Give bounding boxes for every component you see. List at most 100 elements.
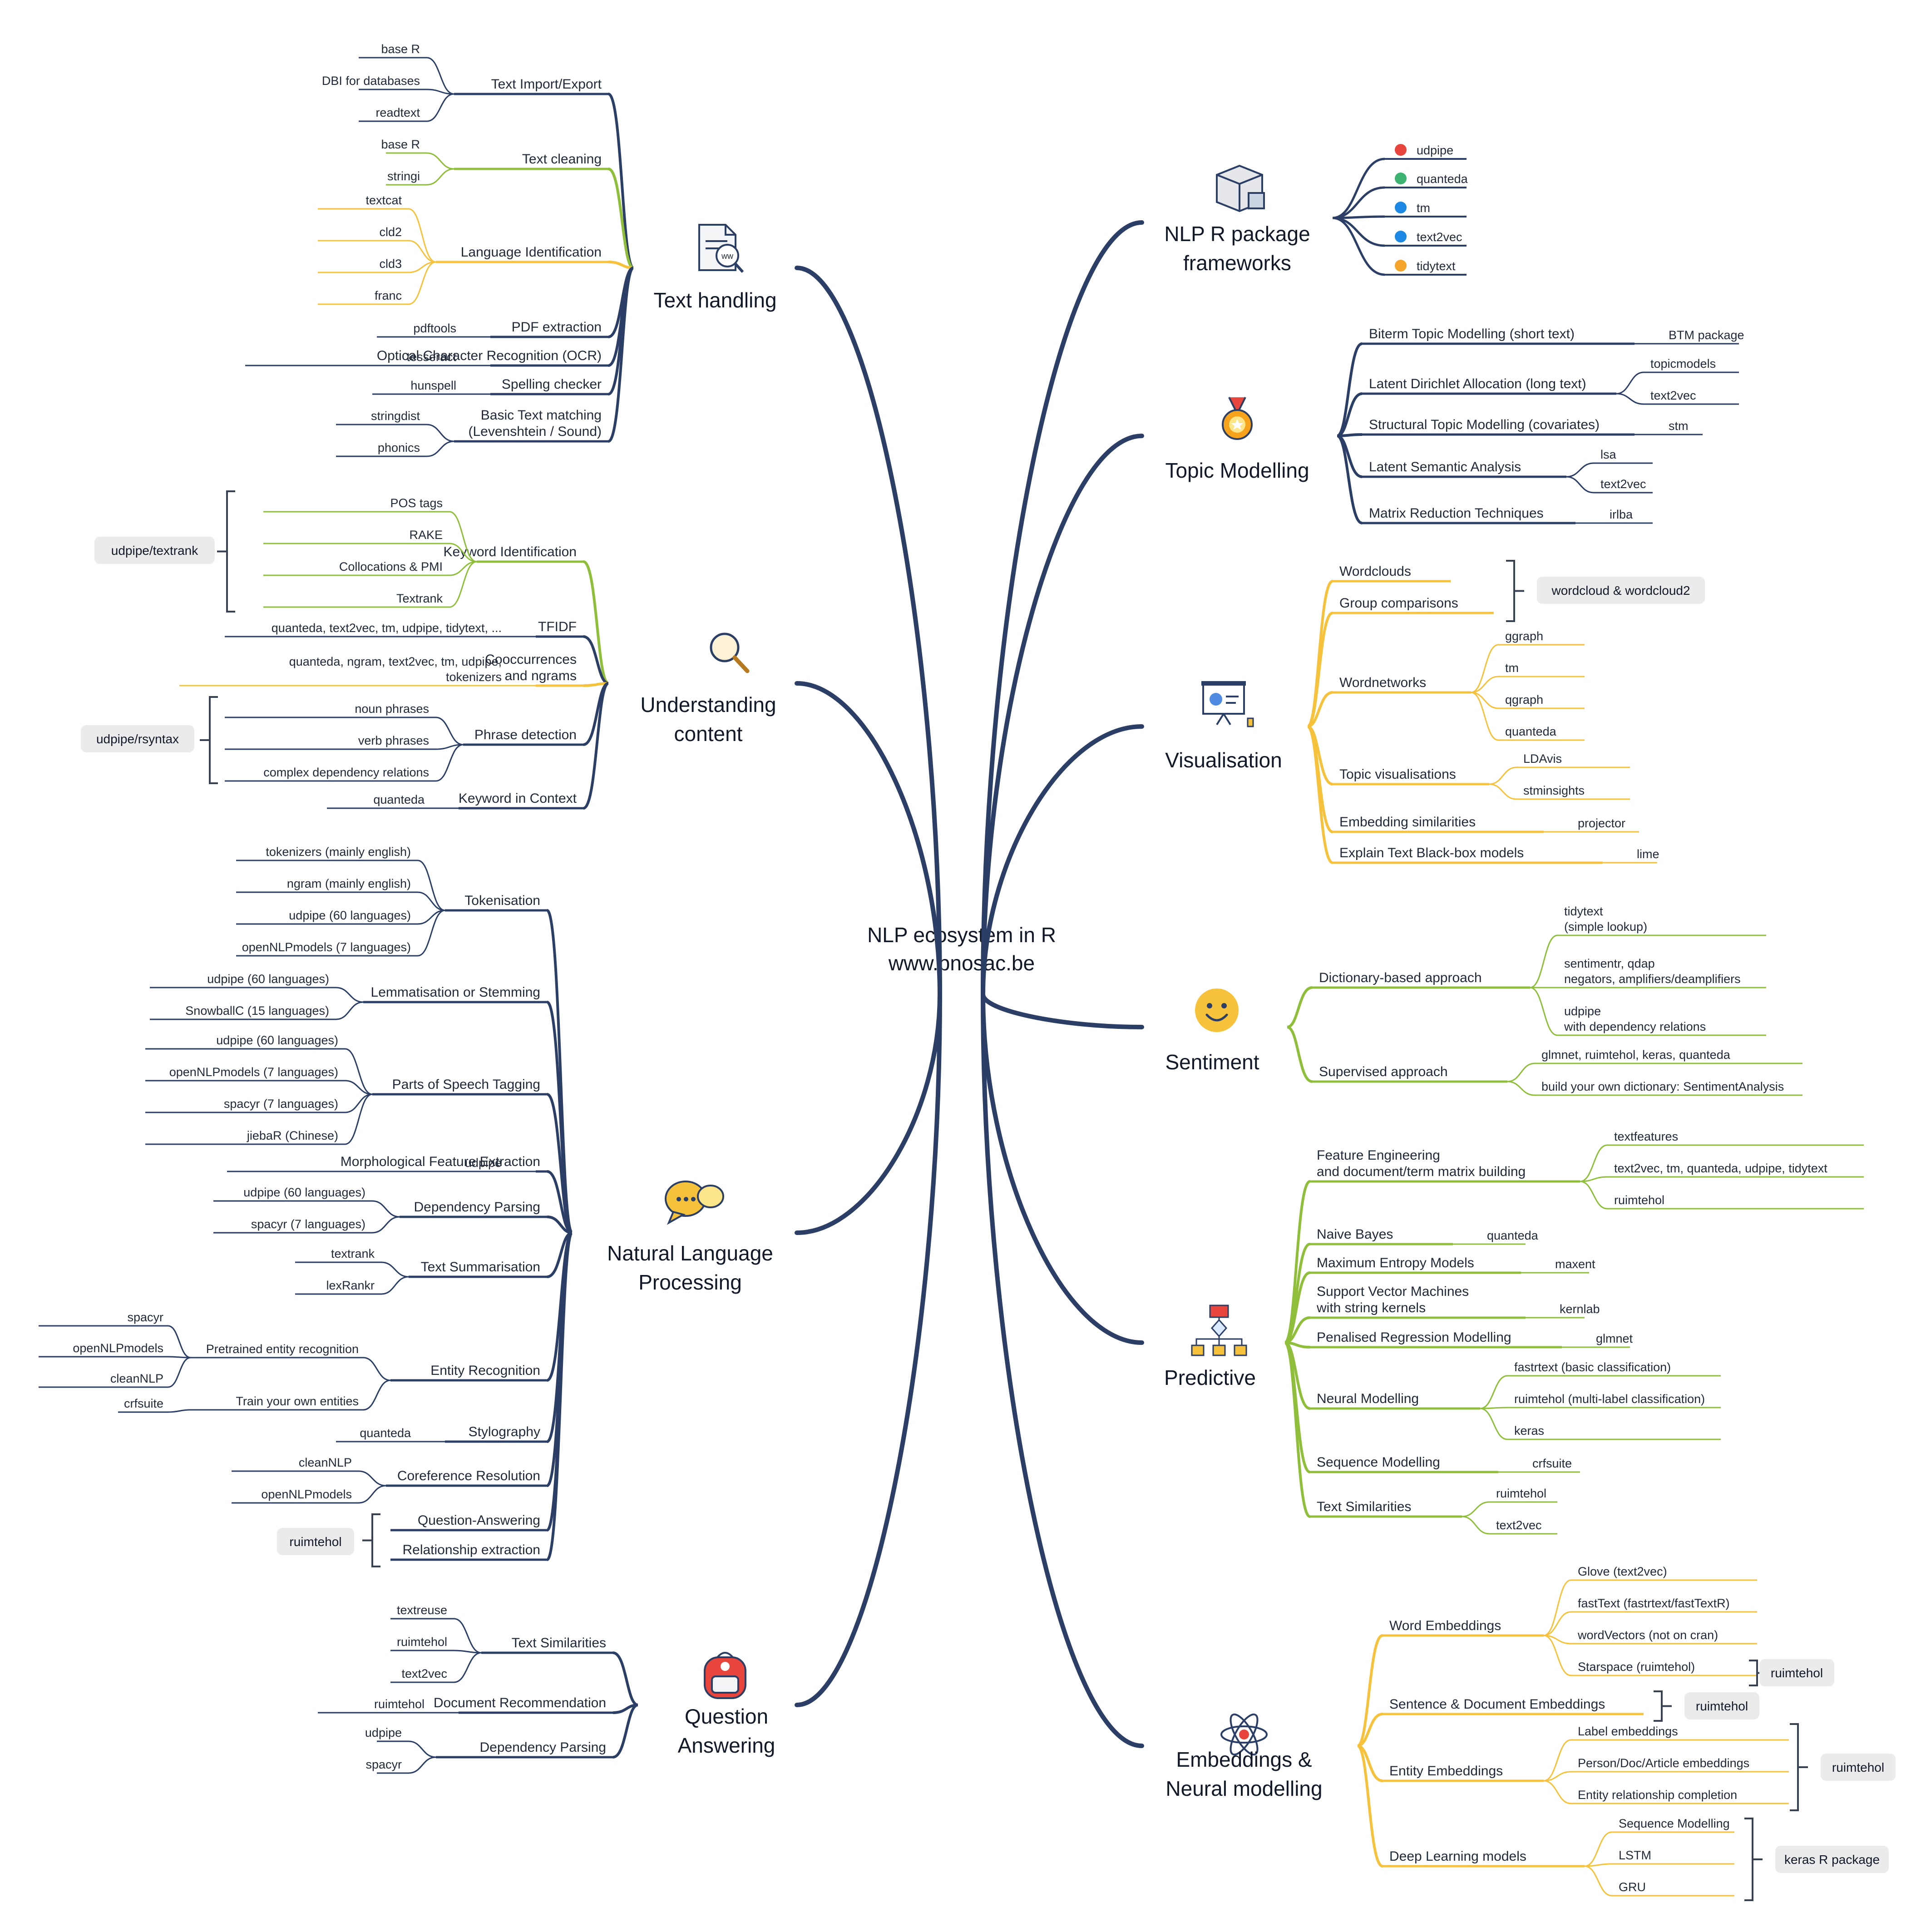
leaf-connector xyxy=(168,1325,191,1359)
pill-ruimtehol-entity: ruimtehol xyxy=(1821,1754,1896,1781)
leaf-connector xyxy=(449,511,477,563)
leaf-connector xyxy=(1480,1408,1508,1440)
leaf-connector xyxy=(408,261,436,273)
leaf-connector xyxy=(1462,1501,1490,1517)
subtopic-label: Text Similarities xyxy=(512,1636,606,1650)
pill-label: udpipe/textrank xyxy=(111,544,198,558)
subtopic-label: Optical Character Recognition (OCR) xyxy=(377,348,602,363)
framework-package-label: tm xyxy=(1417,201,1430,215)
leaf-label: Collocations & PMI xyxy=(339,560,443,573)
entity-group-label: Pretrained entity recognition xyxy=(206,1342,359,1356)
leaf-label: ggraph xyxy=(1505,629,1543,643)
pill-background xyxy=(94,537,215,564)
subtopic-label: Word Embeddings xyxy=(1389,1618,1501,1633)
chat-bubbles-icon xyxy=(665,1181,724,1225)
leaf-connector xyxy=(408,1756,436,1774)
main-branch-line xyxy=(795,992,942,1707)
main-branch-line xyxy=(981,992,1144,1029)
pill-wordcloud: wordcloud & wordcloud2 xyxy=(1537,577,1705,604)
leaf-label: POS tags xyxy=(390,496,443,510)
pill-label: ruimtehol xyxy=(1771,1666,1823,1680)
subtopic-label: Dependency Parsing xyxy=(479,1740,606,1755)
leaf-label: quanteda, text2vec, tm, udpipe, tidytext… xyxy=(272,621,502,635)
leaf-connector xyxy=(449,543,477,563)
subtopic-label: Supervised approach xyxy=(1319,1064,1448,1079)
leaf-label: irlba xyxy=(1610,508,1633,521)
leaf-connector xyxy=(1471,644,1499,693)
leaf-connector xyxy=(336,987,364,1003)
leaf-label: readtext xyxy=(375,106,420,119)
leaf-label: cleanNLP xyxy=(299,1456,352,1469)
leaf-label: spacyr xyxy=(365,1758,402,1771)
leaf-label: udpipe (60 languages) xyxy=(289,909,411,922)
framework-package-label: udpipe xyxy=(1417,143,1453,157)
subtopic-label: Entity Recognition xyxy=(430,1363,540,1378)
pill-label: udpipe/rsyntax xyxy=(96,732,179,746)
leaf-label: jiebaR (Chinese) xyxy=(247,1129,338,1142)
sub-branch-line xyxy=(1336,435,1363,524)
subtopic-label: Penalised Regression Modelling xyxy=(1317,1330,1511,1345)
pill-ruimtehol-sentence: ruimtehol xyxy=(1684,1692,1759,1720)
subtopic-label: Basic Text matching(Levenshtein / Sound) xyxy=(468,408,602,439)
leaf-label: spacyr (7 languages) xyxy=(251,1217,365,1231)
topic-topic-modelling: Topic Modelling xyxy=(1165,459,1309,482)
sub-branch-line xyxy=(1307,725,1333,864)
subtopic-label: Question-Answering xyxy=(418,1513,540,1528)
subtopic-label: Text Summarisation xyxy=(421,1260,540,1275)
sub-branch-line xyxy=(546,1231,573,1532)
leaf-label: quanteda xyxy=(1505,725,1557,738)
leaf-connector xyxy=(168,1409,191,1413)
subtopic-label: Dependency Parsing xyxy=(414,1200,540,1215)
smiley-icon xyxy=(1195,988,1239,1032)
leaf-connector xyxy=(381,1261,409,1278)
leaf-label: udpipe (60 languages) xyxy=(243,1186,365,1199)
leaf-connector xyxy=(426,93,454,122)
subtopic-label: TFIDF xyxy=(538,619,577,634)
boxes-icon xyxy=(1216,164,1265,212)
sub-branch-line xyxy=(1284,1341,1311,1518)
backpack-icon xyxy=(704,1652,746,1699)
pill-ruimtehol-word: ruimtehol xyxy=(1759,1659,1834,1686)
leaf-label: text2vec xyxy=(1650,389,1696,402)
sub-branch-line xyxy=(1337,433,1363,437)
sub-branch-line xyxy=(1332,217,1385,247)
leaf-connector xyxy=(1471,692,1499,709)
leaf-connector xyxy=(1471,692,1499,741)
leaf-label: textreuse xyxy=(397,1603,447,1617)
entity-group-label: Train your own entities xyxy=(236,1394,359,1408)
sub-branch-line xyxy=(546,909,573,1234)
package-dot-icon xyxy=(1395,144,1407,156)
sub-branch-line xyxy=(547,1216,573,1234)
leaf-label: BTM package xyxy=(1669,328,1744,342)
leaf-label: openNLPmodels xyxy=(73,1341,163,1355)
pill-background xyxy=(81,725,194,752)
leaf-connector xyxy=(372,1216,400,1234)
subtopic-label: Sequence Modelling xyxy=(1317,1455,1440,1470)
subtopic-label: Morphological Feature Extraction xyxy=(341,1154,540,1169)
pill-label: ruimtehol xyxy=(1696,1699,1748,1713)
leaf-label: openNLPmodels (7 languages) xyxy=(169,1065,338,1079)
atom-icon xyxy=(1220,1713,1268,1756)
leaf-label: topicmodels xyxy=(1650,357,1716,371)
leaf-connector xyxy=(1489,783,1517,800)
sentence-bracket xyxy=(1654,1690,1672,1722)
main-branch-line xyxy=(981,220,1144,997)
leaf-connector xyxy=(168,1357,191,1388)
branch-icons: ww xyxy=(665,164,1268,1756)
topic-predictive: Predictive xyxy=(1164,1366,1256,1389)
sub-branch-line xyxy=(546,1093,573,1234)
leaf-connector xyxy=(417,860,445,911)
sub-branch-line xyxy=(1332,215,1385,219)
leaf-connector xyxy=(1616,393,1644,405)
sub-branch-line xyxy=(1332,186,1385,219)
leaf-label: textfeatures xyxy=(1614,1130,1678,1143)
leaf-label: stringdist xyxy=(371,409,420,423)
leaf-label: udpipe xyxy=(465,1156,502,1170)
subtopic-label: Tokenisation xyxy=(464,893,540,908)
pill-ruimtehol-nlp: ruimtehol xyxy=(277,1528,354,1555)
sub-branch-line xyxy=(607,93,634,269)
leaf-label: maxent xyxy=(1555,1257,1595,1271)
leaf-label: tidytext(simple lookup) xyxy=(1564,904,1647,934)
